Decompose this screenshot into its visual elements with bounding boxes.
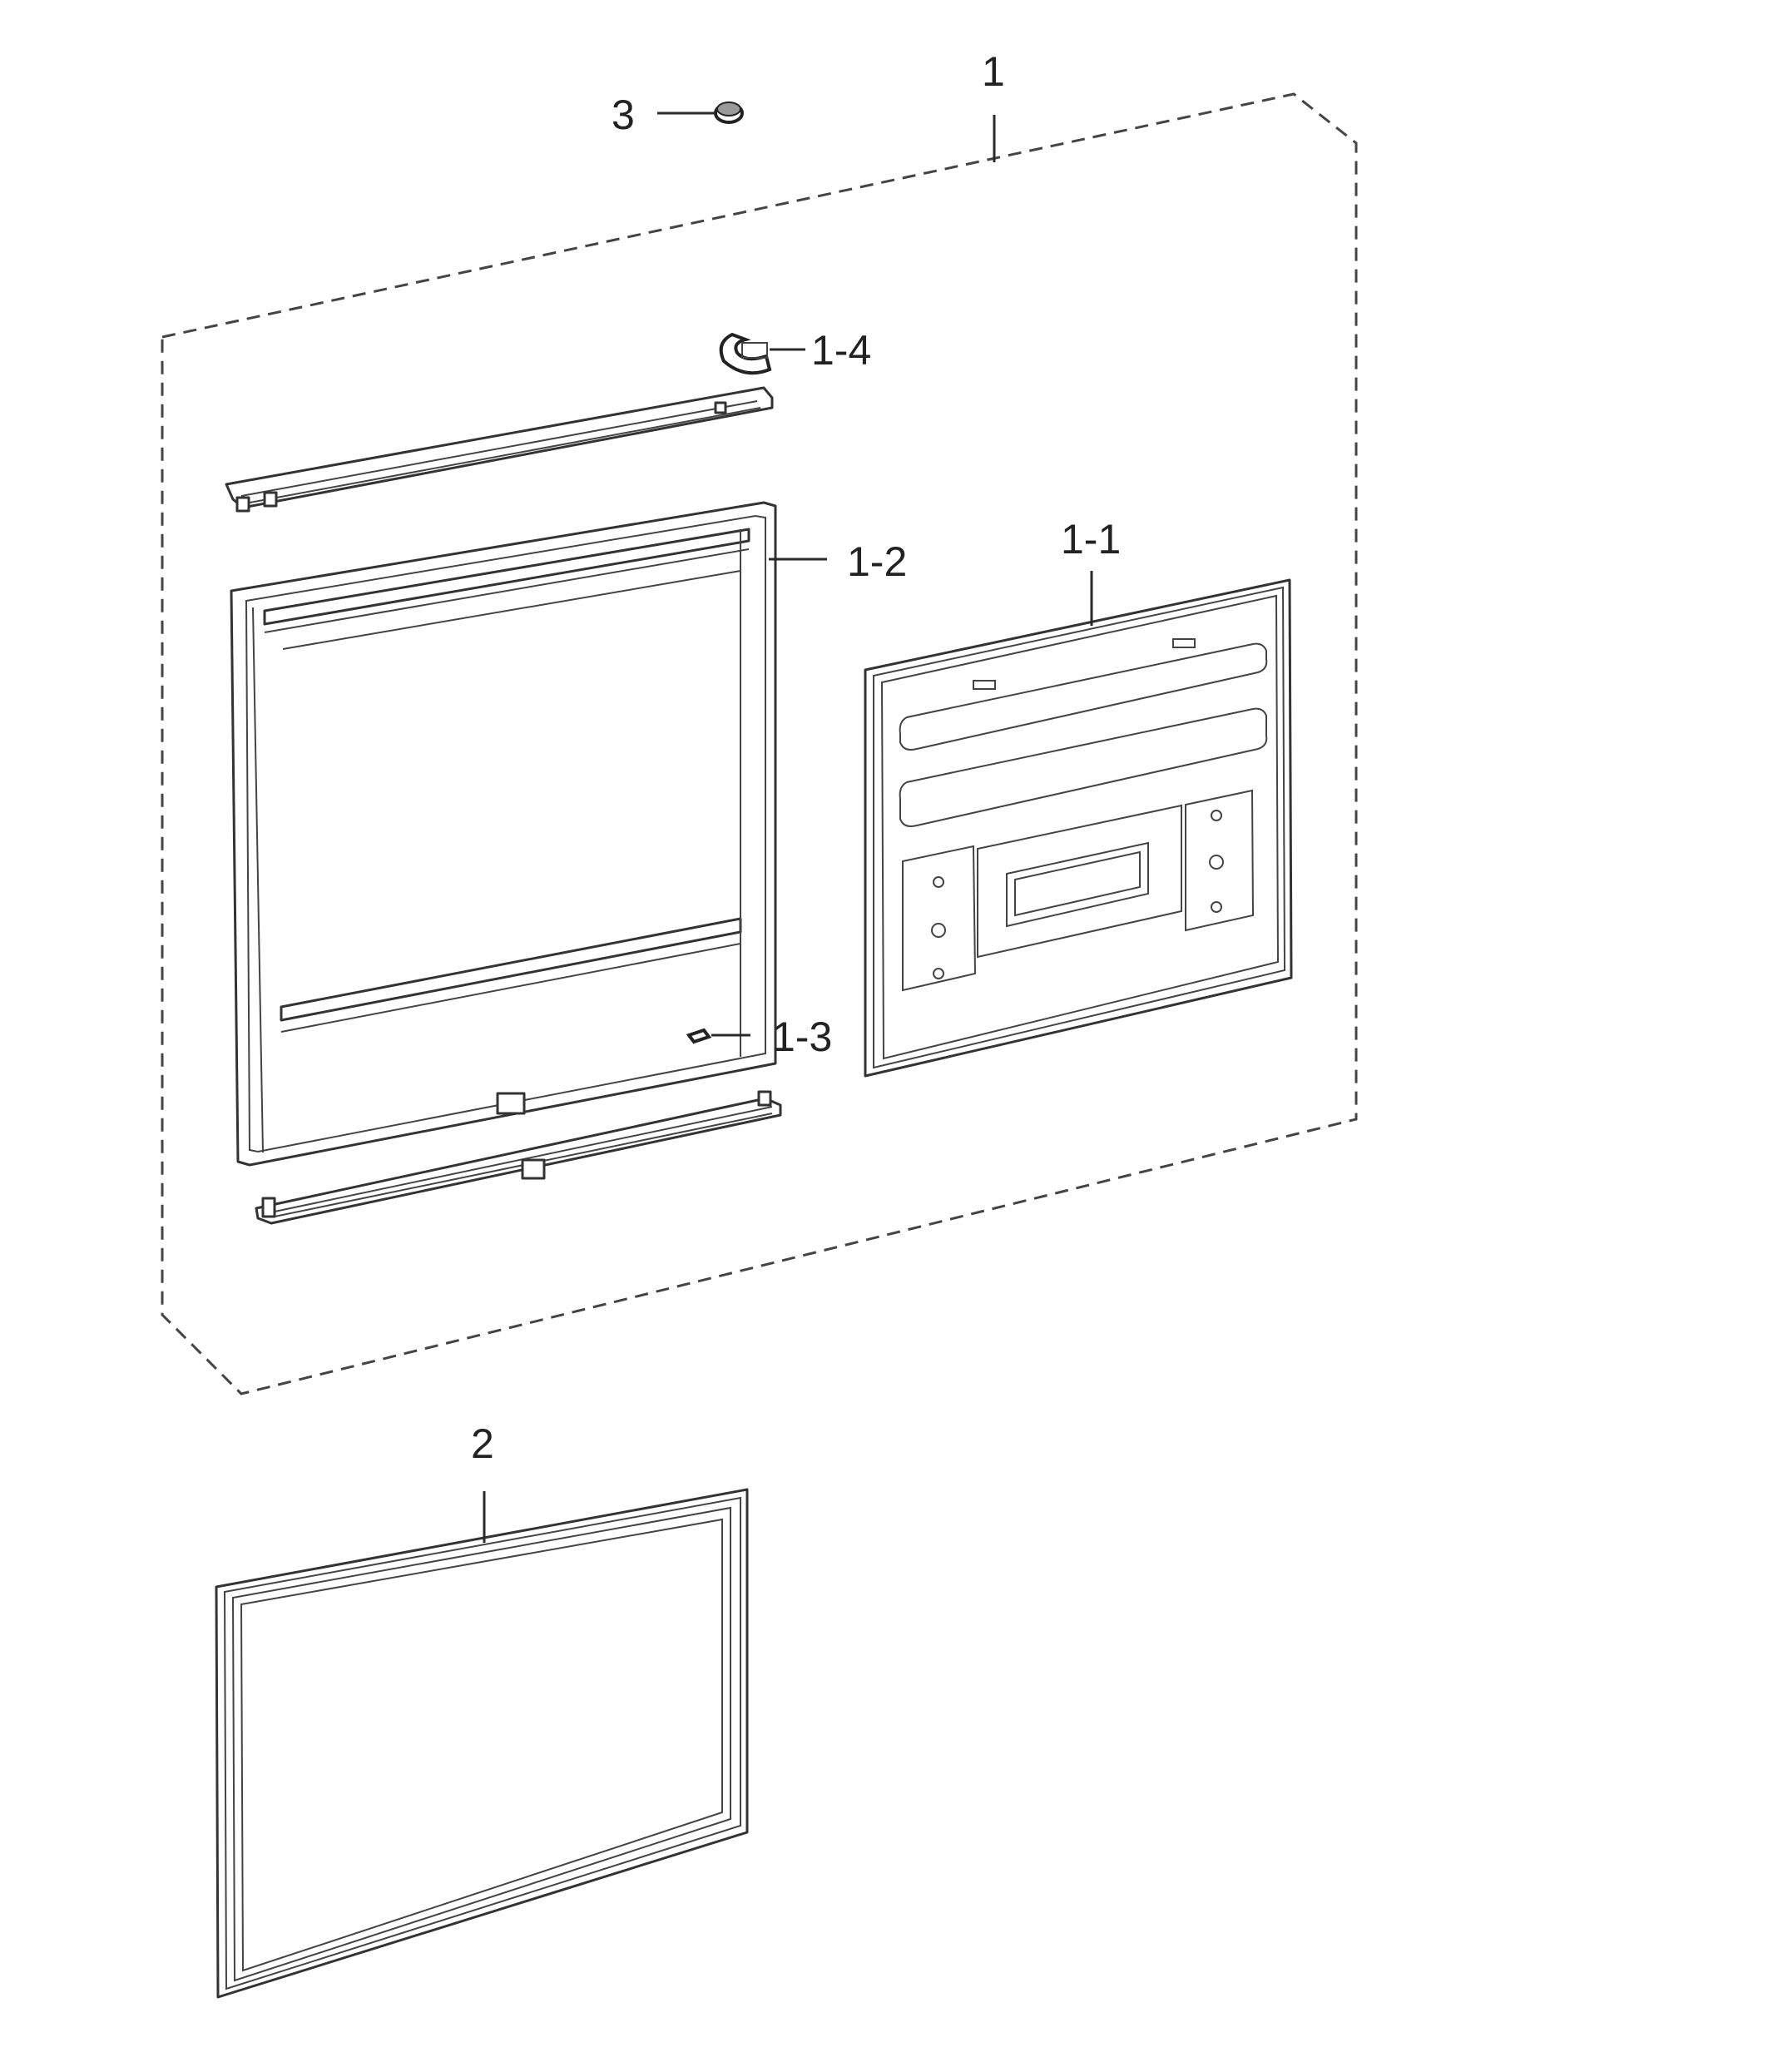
part-1-2-frame (230, 501, 827, 1167)
part-1-3-clip (686, 1028, 750, 1044)
callout-1: 1 (982, 48, 1005, 95)
callout-3: 3 (612, 92, 635, 138)
part-bottom-rail (255, 1090, 782, 1225)
callout-2: 2 (471, 1420, 494, 1467)
part-1-1-door-outer (864, 571, 1293, 1078)
part-2-gasket (215, 1488, 749, 1999)
callout-1-2: 1-2 (847, 538, 907, 585)
callout-1-3: 1-3 (772, 1014, 832, 1060)
part-1-4-hinge-cap (719, 332, 805, 375)
part-3-plug (657, 102, 744, 124)
assembly-1-boundary (161, 92, 1358, 1395)
part-top-rail (225, 386, 774, 513)
callout-1-1: 1-1 (1061, 516, 1121, 563)
callout-1-4: 1-4 (811, 327, 871, 374)
